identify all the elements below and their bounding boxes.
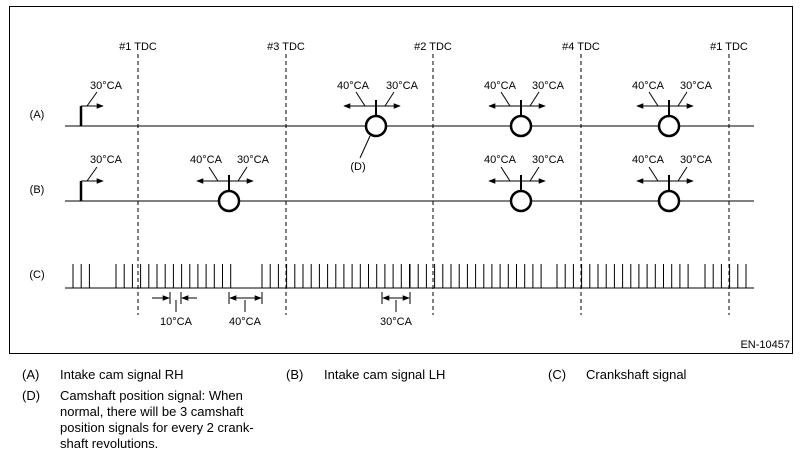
legend-text: Camshaft position signal: When normal, t… [60,388,254,452]
row-b-key: (B) [30,184,45,196]
tdc-label: #4 TDC [562,41,600,53]
figure-id: EN-10457 [740,339,790,351]
legend-key: (A) [22,367,40,382]
leader-line [86,91,98,107]
angle-before: 40°CA [632,154,665,166]
legend-key: (D) [22,388,41,403]
cam-signal-circle [364,114,388,138]
gap-angle-10: 10°CA [160,316,193,328]
row-c-key: (C) [29,269,44,281]
angle-after: 30°CA [680,154,713,166]
legend-text: Intake cam signal RH [60,367,184,382]
row-c-crankshaft: (C) 10°CA 40°CA 30°CA [29,264,754,328]
crank-teeth [72,264,747,288]
angle-before: 40°CA [190,154,223,166]
gap-dimension-30: 30°CA [380,292,413,328]
leader-line [529,166,540,182]
angle-before: 40°CA [632,80,665,92]
leader-line [208,166,219,182]
cam-signal-circle [509,114,533,138]
leader-line [529,91,540,107]
angle-after: 30°CA [386,80,419,92]
leader-line [384,91,395,107]
tdc-label: #1 TDC [710,41,748,53]
leader-line [648,166,659,182]
legend-text-line: Camshaft position signal: When [60,388,243,403]
callout-d-leader [359,135,371,159]
tdc-label: #2 TDC [414,41,452,53]
legend-item-c: (C) Crankshaft signal [548,367,788,383]
legend-item-a: (A) Intake cam signal RH [22,367,272,383]
angle-before: 40°CA [484,154,517,166]
leader-line [355,91,366,107]
leader-line [500,166,511,182]
angle-after: 30°CA [237,154,270,166]
cam-pulse-group: 40°CA 30°CA [190,154,270,213]
tdc-label: #1 TDC [119,41,157,53]
row-a-intake-cam-rh: (A) 30°CA 40°CA 30°CA 40°CA 30°CA [30,80,754,173]
cam-pulse-group: 40°CA 30°CA [632,80,713,138]
tdc-markers: #1 TDC #3 TDC #2 TDC #4 TDC #1 TDC [119,41,748,315]
legend-item-d: (D) Camshaft position signal: When norma… [22,388,302,456]
callout-d: (D) [350,161,365,173]
cam-pulse-group: 40°CA 30°CA [484,80,565,138]
tdc-label: #3 TDC [267,41,305,53]
cam-pulse-group: 40°CA 30°CA [337,80,419,138]
cam-signal-circle [657,114,681,138]
legend-key: (C) [548,367,567,382]
gap-dimension-40: 40°CA [228,292,263,328]
gap-angle-30: 30°CA [380,316,413,328]
legend-text: Crankshaft signal [586,367,687,382]
cam-signal-circle [217,189,241,213]
leader-line [677,166,688,182]
legend-text-line: position signals for every 2 crank- [60,420,254,435]
angle-after: 30°CA [680,80,713,92]
angle-after: 30°CA [532,80,565,92]
legend-text-line: normal, there will be 3 camshaft [60,404,244,419]
legend-text-line: shaft revolutions. [60,436,159,451]
leader-line [648,91,659,107]
cam-pulse-group: 40°CA 30°CA [484,154,565,213]
legend-item-b: (B) Intake cam signal LH [286,367,536,383]
row-b-ref-angle: 30°CA [90,154,123,166]
leader-line [677,91,688,107]
diagram-frame [9,6,793,354]
row-a-key: (A) [30,109,45,121]
leader-line [86,166,98,182]
angle-before: 40°CA [337,80,370,92]
angle-before: 40°CA [484,80,517,92]
row-b-intake-cam-lh: (B) 30°CA 40°CA 30°CA 40°CA 30°CA [30,154,754,213]
gap-angle-40: 40°CA [229,316,262,328]
gap-dimension-10: 10°CA [152,292,197,328]
cam-signal-circle [657,189,681,213]
cam-signal-circle [509,189,533,213]
cam-pulse-group: 40°CA 30°CA [632,154,713,213]
legend-key: (B) [286,367,304,382]
legend-text: Intake cam signal LH [324,367,446,382]
angle-after: 30°CA [532,154,565,166]
leader-line [500,91,511,107]
row-a-ref-angle: 30°CA [90,80,123,92]
leader-line [237,166,248,182]
